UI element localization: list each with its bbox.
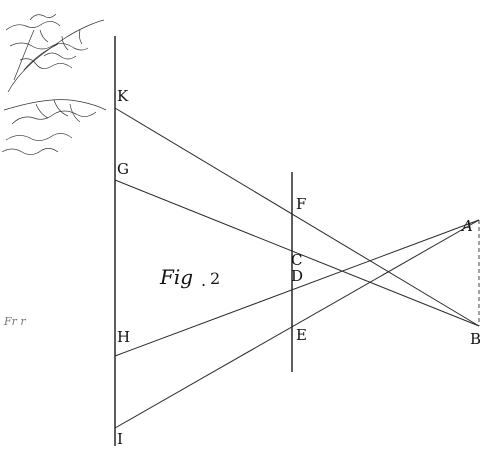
label-I: I (117, 430, 123, 448)
margin-note: Fr r (3, 315, 26, 328)
ray-G-B (114, 179, 480, 327)
label-G: G (117, 160, 129, 178)
foliage-ornament (1, 13, 107, 155)
ray-I-A (114, 219, 480, 429)
figure-caption-word: Fig (159, 265, 193, 289)
label-C: C (291, 251, 302, 269)
figure-caption-sep: . (201, 271, 206, 290)
figure-caption-number: 2 (210, 269, 220, 288)
label-D: D (291, 267, 303, 285)
label-F: F (296, 195, 306, 213)
ray-K-B (114, 107, 480, 327)
label-K: K (117, 87, 129, 105)
label-A: A (460, 217, 473, 235)
label-E: E (296, 326, 307, 344)
label-B: B (470, 330, 481, 348)
label-H: H (117, 328, 130, 346)
ray-H-A (114, 219, 480, 357)
